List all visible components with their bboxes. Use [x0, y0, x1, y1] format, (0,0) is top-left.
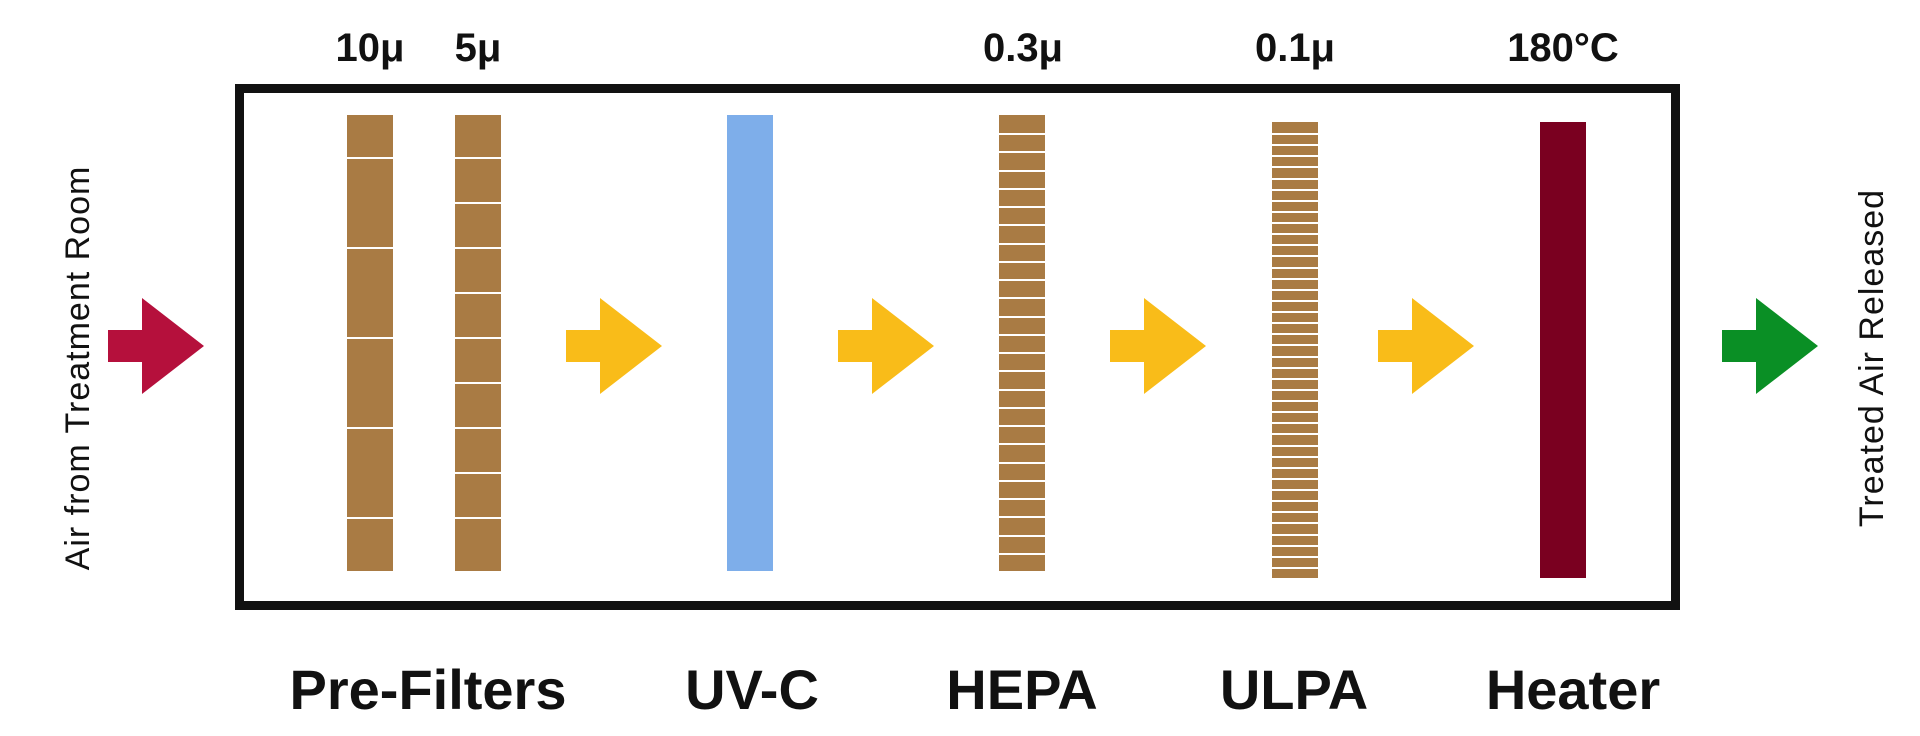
stage-label-uvc: UV-C — [685, 658, 819, 721]
rating-hepa: 0.3μ — [982, 26, 1064, 70]
outlet-label: Treated Air Released — [1853, 188, 1891, 528]
stage-label-heater: Heater — [1485, 658, 1661, 721]
purifier-enclosure — [235, 84, 1680, 610]
stage-label-ulpa: ULPA — [1219, 658, 1369, 721]
arrow-right-icon — [108, 298, 204, 394]
stage-label-hepa: HEPA — [946, 658, 1098, 721]
prefilter-5-micron — [455, 115, 501, 571]
rating-prefilter-10: 10μ — [335, 26, 405, 70]
ulpa-filter — [1272, 122, 1318, 578]
uvc-lamp — [727, 115, 773, 571]
arrow-right-icon — [1110, 298, 1206, 394]
rating-ulpa: 0.1μ — [1254, 26, 1336, 70]
stage-label-prefilters: Pre-Filters — [289, 658, 567, 721]
arrow-right-icon — [838, 298, 934, 394]
arrow-right-icon — [1722, 298, 1818, 394]
inlet-label: Air from Treatment Room — [59, 165, 97, 571]
arrow-right-icon — [1378, 298, 1474, 394]
prefilter-10-micron — [347, 115, 393, 571]
arrow-right-icon — [566, 298, 662, 394]
heater-element — [1540, 122, 1586, 578]
rating-prefilter-5: 5μ — [454, 26, 502, 70]
hepa-filter — [999, 115, 1045, 571]
rating-heater: 180°C — [1507, 26, 1619, 70]
